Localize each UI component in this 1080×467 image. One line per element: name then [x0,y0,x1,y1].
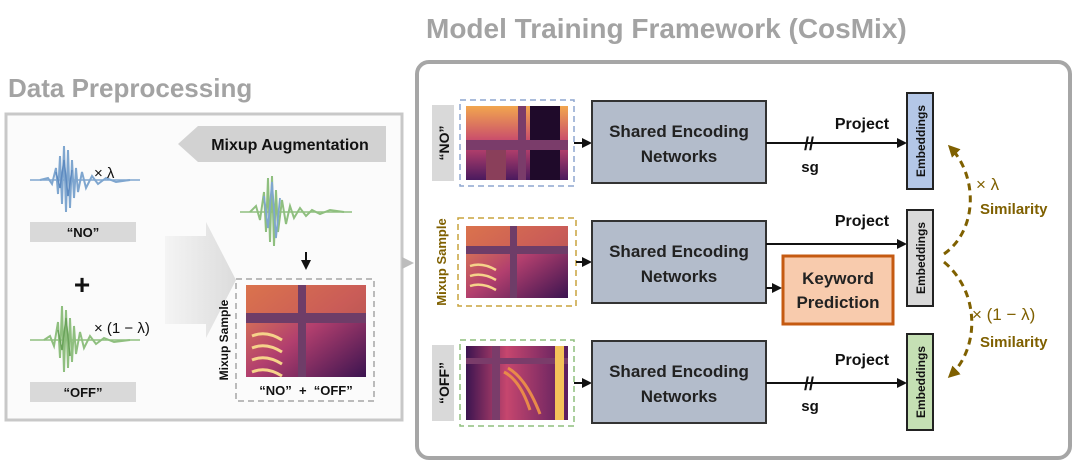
row-off-embeddings [906,333,934,431]
row-mix-embeddings [906,209,934,307]
row-mix-project-label: Project [835,213,890,230]
similarity-bottom-arrow [943,260,974,379]
row-no-embeddings-label: Embeddings [914,105,928,177]
off-label-plate [30,382,136,402]
row-mix-encoder [591,220,767,304]
off-waveform [30,305,140,373]
row-off-encoder [591,340,767,424]
keyword-prediction-box [781,254,895,326]
row-no-project-label: Project [835,116,890,133]
plus-sign: + [74,269,90,300]
similarity-top-label: Similarity [980,201,1048,218]
row-no-label-plate [432,105,454,181]
mixed-waveform [240,175,352,247]
no-label: “NO” [67,225,100,240]
row-no-encoder-line1: Shared Encoding [609,122,749,141]
mixup-sample-side-label: Mixup Sample [217,299,231,380]
row-no-encoder-line2: Networks [641,147,718,166]
keyword-prediction-line1: Keyword [802,269,874,288]
row-no-spectrogram [466,106,568,180]
row-mix-input-label: Mixup Sample [434,218,449,305]
row-off-project-label: Project [835,352,890,369]
row-no-sg-label: sg [801,159,819,176]
row-off-sg-symbol: // [804,374,814,394]
row-mix-spectrogram [466,226,568,298]
row-mix-embeddings-label: Embeddings [914,222,928,294]
row-off-encoder-line1: Shared Encoding [609,362,749,381]
row-no-sg-symbol: // [804,134,814,154]
keyword-prediction-line2: Prediction [796,293,879,312]
row-off-input-label: “OFF” [436,362,452,404]
row-no-input-label: “NO” [436,126,452,161]
row-off-label-plate [432,345,454,421]
similarity-top-arrow [943,144,972,256]
data-preprocessing-title: Data Preprocessing [8,73,252,103]
row-no-encoder [591,100,767,184]
row-off-embeddings-label: Embeddings [914,346,928,418]
row-off-spectrogram [466,346,568,420]
mixup-augmentation-label: Mixup Augmentation [211,137,369,154]
similarity-top-factor: × λ [976,175,1000,194]
model-framework-title: Model Training Framework (CosMix) [426,13,907,44]
no-waveform [30,145,140,213]
no-label-plate [30,222,136,242]
row-off-encoder-line2: Networks [641,387,718,406]
row-mix-encoder-line2: Networks [641,267,718,286]
similarity-bottom-label: Similarity [980,334,1048,351]
row-no-embeddings [906,92,934,190]
mixup-augmentation-banner [178,126,386,162]
off-one-minus-lambda-factor: × (1 − λ) [94,320,150,337]
similarity-bottom-factor: × (1 − λ) [972,305,1035,324]
mixing-flow-arrow [165,222,236,338]
mixup-caption: “NO” + “OFF” [259,383,353,398]
off-label: “OFF” [64,385,103,400]
row-off-sg-label: sg [801,398,819,415]
no-lambda-factor: × λ [94,165,115,182]
row-mix-encoder-line1: Shared Encoding [609,242,749,261]
mixup-spectrogram-left [246,285,366,378]
